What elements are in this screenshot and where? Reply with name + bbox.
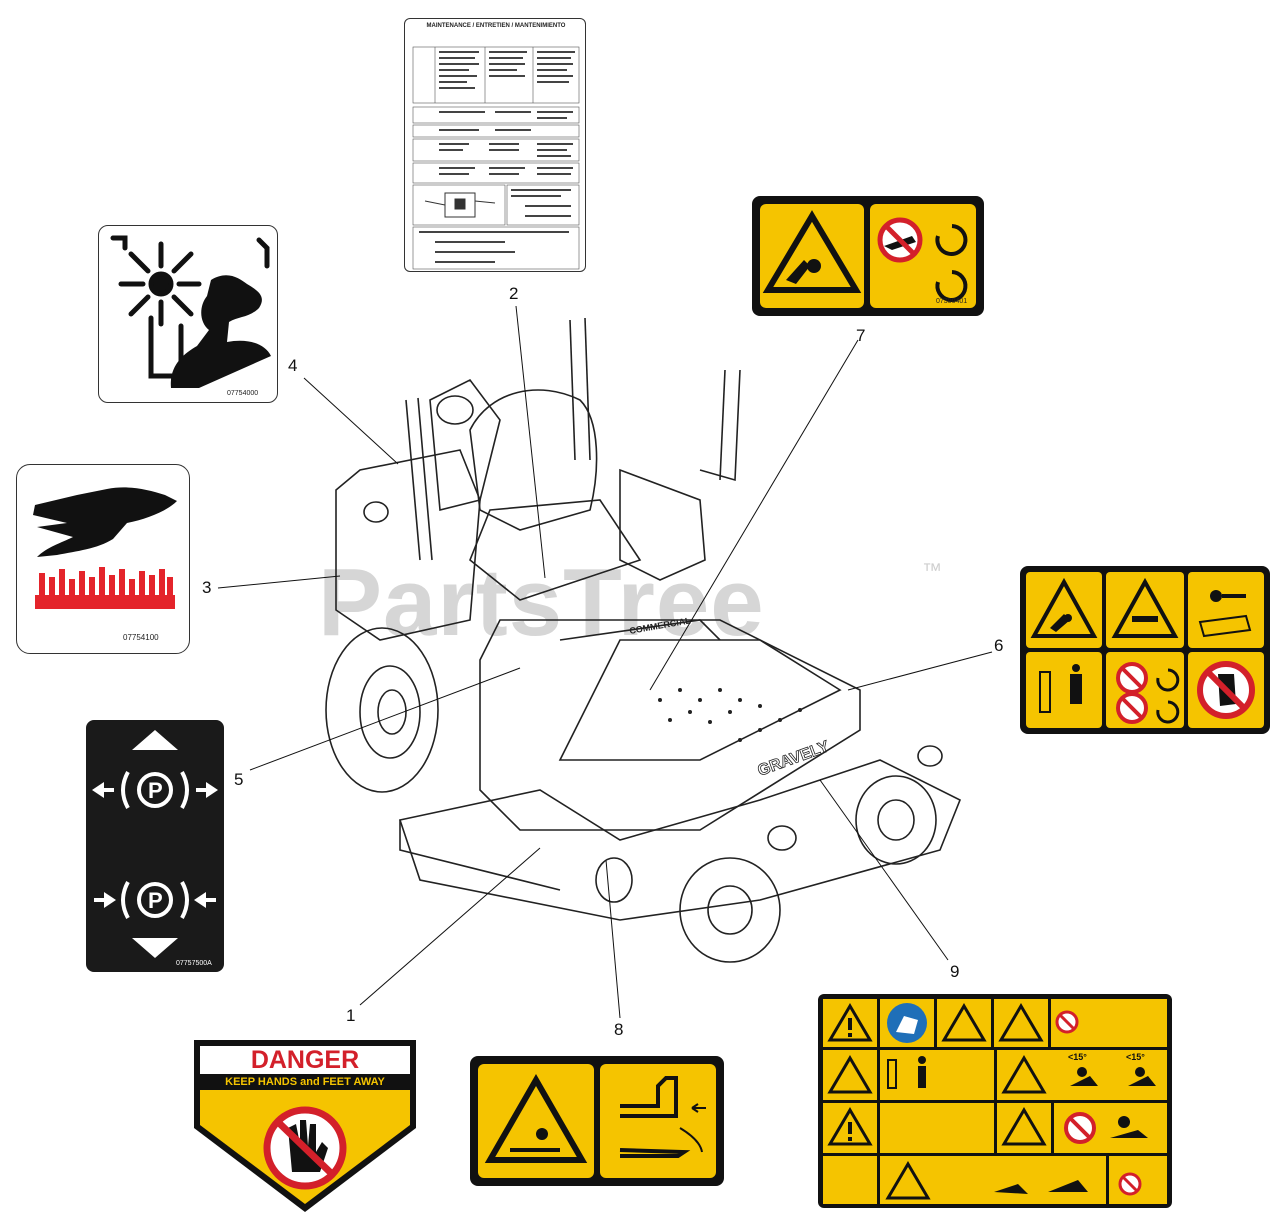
callout-8: 8 <box>614 1020 624 1039</box>
safety-decal-8-icons <box>478 1064 716 1178</box>
warning-triangle-icon <box>762 210 862 293</box>
trademark-symbol: ™ <box>922 560 942 582</box>
hot-surface-decal: 07754100 <box>16 464 190 654</box>
fan-hand-warning-icon <box>110 235 271 388</box>
leader-line-6 <box>847 651 993 691</box>
leader-line-9 <box>819 779 949 961</box>
leader-line-4 <box>303 377 399 465</box>
seat <box>469 389 598 531</box>
part-number-parking-brake: 07757500A <box>176 960 212 967</box>
part-number-hot-surface: 07754100 <box>123 633 159 642</box>
leader-line-3 <box>217 575 341 589</box>
safety-decal-6-icons <box>1026 572 1264 728</box>
leader-line-7 <box>649 339 859 691</box>
belt-entanglement-decal: 07300401 <box>752 196 984 316</box>
danger-subtext: KEEP HANDS and FEET AWAY <box>225 1076 385 1088</box>
rotating-blades-icon <box>935 224 968 302</box>
leader-line-8 <box>605 859 621 1019</box>
svg-text:P: P <box>148 888 163 913</box>
callout-7: 7 <box>856 326 866 345</box>
part-number-belt: 07300401 <box>936 298 968 305</box>
hot-surface-icon <box>33 487 177 609</box>
maintenance-decal-table <box>412 46 580 270</box>
maintenance-decal-title: MAINTENANCE / ENTRETIEN / MANTENIMIENTO <box>426 23 566 29</box>
slope-angle-left: <15° <box>1068 1052 1087 1062</box>
slope-angle-right: <15° <box>1126 1052 1145 1062</box>
callout-6: 6 <box>994 636 1004 655</box>
leader-line-2 <box>515 305 546 579</box>
leader-line-1 <box>359 847 541 1006</box>
leader-line-5 <box>249 667 521 771</box>
belt-entanglement-icons <box>760 204 976 308</box>
front-caster-right <box>855 775 937 865</box>
danger-decal-shape <box>194 1040 416 1212</box>
part-number-hand: 07754000 <box>227 390 259 397</box>
callout-9: 9 <box>950 962 960 981</box>
hand-entanglement-decal: 07754000 <box>98 225 278 403</box>
safety-decal-8 <box>470 1056 724 1186</box>
warning-triangle-icon <box>484 1073 588 1163</box>
parking-brake-icons: P P <box>92 730 218 958</box>
rear-tire <box>325 627 439 793</box>
footplate <box>558 639 842 761</box>
callout-2: 2 <box>509 284 519 303</box>
svg-text:P: P <box>148 778 163 803</box>
callout-1: 1 <box>346 1006 356 1025</box>
mower-deck <box>398 759 962 921</box>
callout-4: 4 <box>288 356 298 375</box>
deck-diagram-icon <box>424 192 496 218</box>
safety-decal-9: <15° <15° <box>818 994 1172 1208</box>
danger-decal: DANGER KEEP HANDS and FEET AWAY <box>192 1032 418 1214</box>
safety-decal-9-icons <box>823 999 1167 1204</box>
callout-3: 3 <box>202 578 212 597</box>
parking-brake-decal: P P 07757500A <box>86 720 224 972</box>
safety-decal-6 <box>1020 566 1270 734</box>
front-caster-left <box>679 857 781 963</box>
arrow-down-icon <box>132 938 178 958</box>
arrow-up-icon <box>132 730 178 750</box>
callout-5: 5 <box>234 770 244 789</box>
maintenance-decal: MAINTENANCE / ENTRETIEN / MANTENIMIENTO <box>404 18 586 272</box>
danger-heading: DANGER <box>250 1046 360 1074</box>
